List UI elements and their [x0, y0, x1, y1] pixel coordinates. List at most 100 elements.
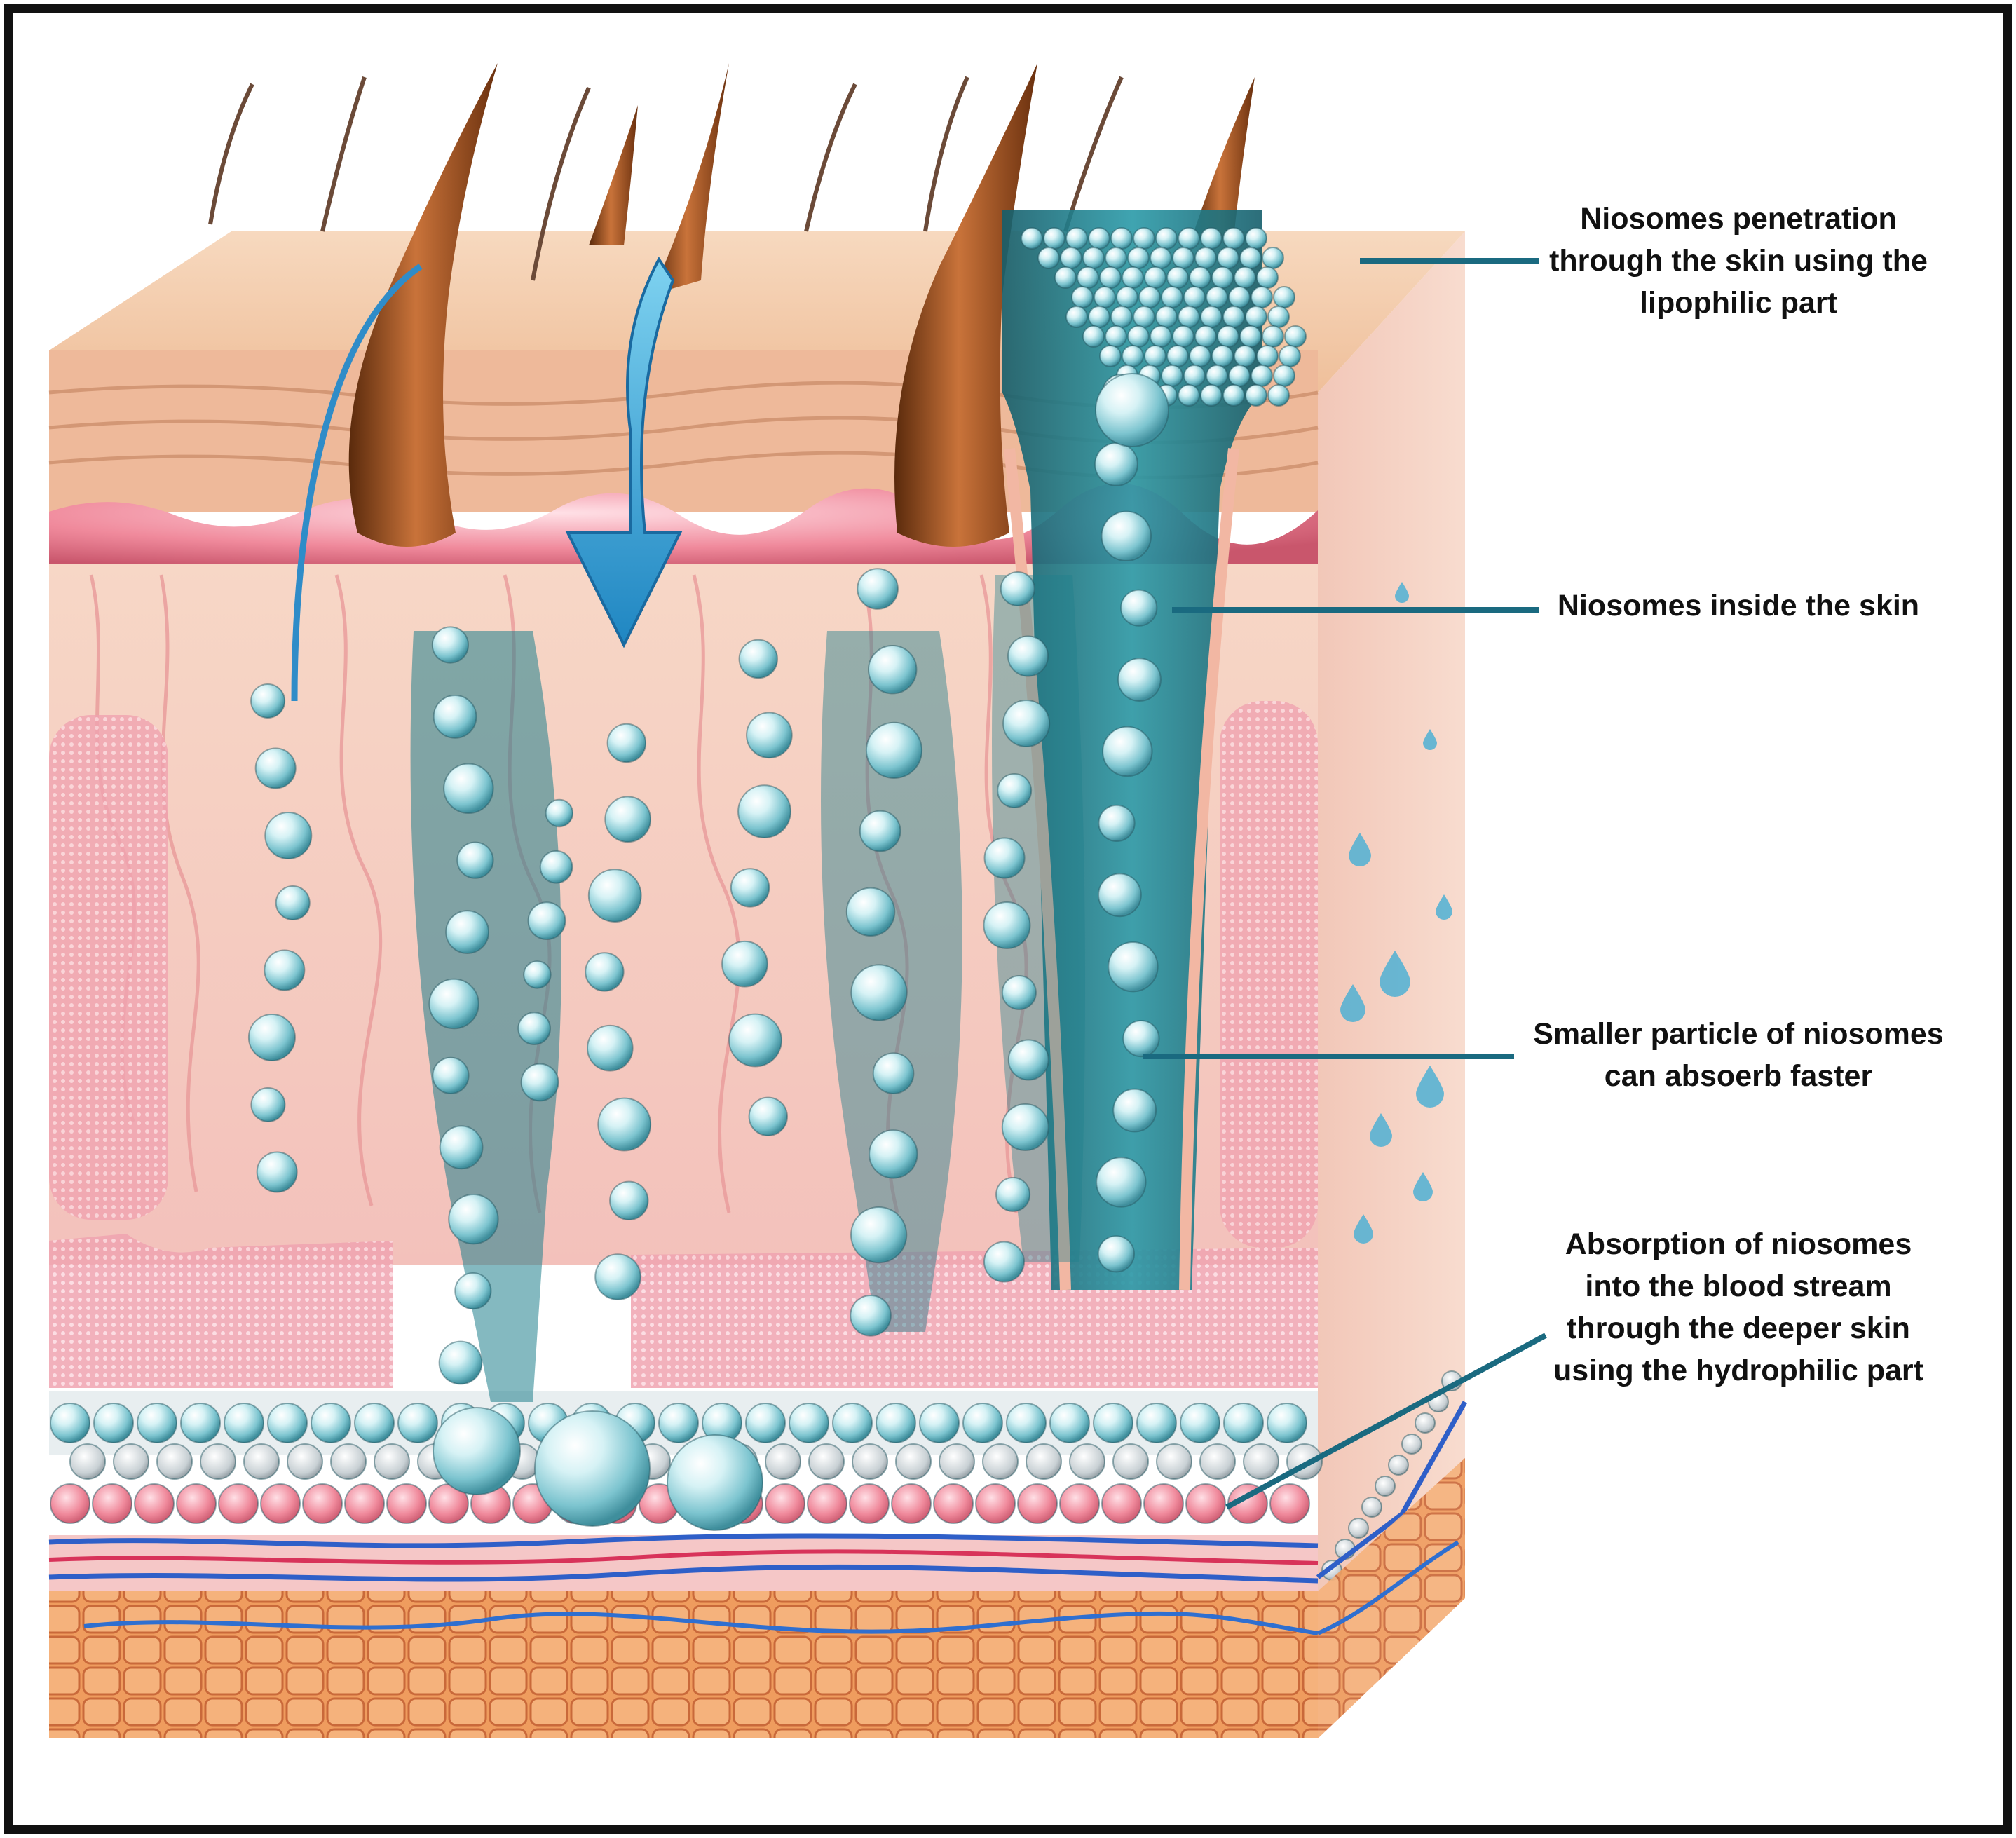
penetration-stream	[291, 264, 423, 702]
niosome-particle	[850, 1295, 892, 1337]
niosome-particle	[1037, 247, 1060, 269]
niosome-particle	[1082, 247, 1105, 269]
callout-inside-skin: Niosomes inside the skin	[1521, 585, 1956, 627]
callout-smaller-particles: Smaller particle of niosomes can absoerb…	[1521, 1013, 1956, 1097]
niosome-particle	[1245, 384, 1267, 407]
niosome-particle	[1211, 266, 1234, 289]
niosome-particle	[587, 869, 642, 923]
niosome-particle	[1065, 227, 1088, 250]
niosome-particle	[1043, 227, 1065, 250]
niosome-particle	[1267, 306, 1290, 328]
niosome-particle	[1267, 384, 1290, 407]
niosome-particle	[1279, 345, 1301, 367]
niosome-particle	[539, 850, 573, 884]
cell	[93, 1403, 134, 1443]
niosome-particle	[868, 645, 918, 695]
cell	[1059, 1483, 1100, 1524]
niosome-particle	[1194, 247, 1217, 269]
cell	[1112, 1443, 1149, 1480]
niosome-particle	[983, 901, 1031, 949]
cell	[1093, 1403, 1133, 1443]
callout-line: Absorption of niosomes	[1565, 1227, 1912, 1261]
cell	[1156, 1443, 1192, 1480]
niosome-particle	[1117, 658, 1162, 702]
cell	[939, 1443, 975, 1480]
niosome-particle	[1178, 227, 1200, 250]
droplet	[1423, 729, 1437, 750]
cell	[1180, 1403, 1220, 1443]
cell	[1243, 1443, 1279, 1480]
niosome-particle	[746, 712, 793, 759]
niosome-particle	[1178, 384, 1200, 407]
niosome-particle	[1245, 227, 1267, 250]
niosome-particle	[1172, 247, 1194, 269]
niosome-particle	[1098, 873, 1142, 918]
niosome-particle	[1144, 266, 1166, 289]
cell	[1401, 1434, 1422, 1455]
niosome-particle	[1007, 1039, 1049, 1081]
niosome-particle	[1054, 266, 1077, 289]
cell	[69, 1443, 106, 1480]
cell	[1006, 1403, 1047, 1443]
niosome-particle	[1284, 325, 1307, 348]
niosome-particle	[1183, 365, 1206, 387]
niosome-particle	[1256, 266, 1279, 289]
callout-line: lipophilic part	[1640, 286, 1837, 320]
cell	[287, 1443, 323, 1480]
niosome-particle	[1200, 306, 1222, 328]
cell	[1136, 1403, 1177, 1443]
callout-lipophilic-penetration: Niosomes penetration through the skin us…	[1521, 198, 1956, 324]
niosome-particle	[1096, 1157, 1147, 1208]
niosome-particle	[1172, 325, 1194, 348]
niosome-particle	[1110, 227, 1133, 250]
niosome-particle	[1251, 365, 1273, 387]
niosome-particle	[737, 784, 791, 838]
niosome-particle	[1155, 227, 1178, 250]
niosome-particle	[454, 1272, 492, 1310]
niosome-particle	[1200, 384, 1222, 407]
niosome-particle	[1222, 227, 1245, 250]
cell	[658, 1403, 699, 1443]
niosome-particle	[1166, 266, 1189, 289]
callout-line: using the hydrophilic part	[1553, 1354, 1923, 1387]
niosome-particle	[604, 796, 651, 843]
niosome-particle	[527, 901, 566, 940]
niosome-particle	[1065, 306, 1088, 328]
cell	[386, 1483, 427, 1524]
cell	[218, 1483, 259, 1524]
cell	[1223, 1403, 1264, 1443]
niosome-particle	[264, 812, 313, 859]
niosome-particle	[1183, 286, 1206, 308]
niosome-particle	[1098, 804, 1136, 843]
cell	[765, 1443, 801, 1480]
niosome-particle	[1256, 345, 1279, 367]
niosome-particle	[1150, 247, 1172, 269]
niosome-particle	[1222, 384, 1245, 407]
cell	[808, 1443, 845, 1480]
niosome-particle	[1273, 286, 1295, 308]
niosome-particle	[995, 1177, 1031, 1212]
niosome-particle	[845, 887, 896, 937]
niosome-particle	[448, 1194, 499, 1245]
hair-shaft-2	[652, 63, 729, 294]
niosome-particle	[264, 949, 306, 991]
callout-line: can absoerb faster	[1604, 1059, 1873, 1093]
niosome-particle	[1112, 1088, 1157, 1133]
cell	[137, 1403, 177, 1443]
niosome-particle	[443, 763, 494, 815]
niosome-particle	[1105, 247, 1127, 269]
cell	[1267, 1403, 1307, 1443]
niosome-particle	[1094, 442, 1138, 486]
callout-line: through the skin using the	[1549, 244, 1928, 278]
cell	[1375, 1476, 1396, 1497]
niosome-particle	[523, 960, 552, 989]
niosome-particle	[1138, 286, 1161, 308]
niosome-particle	[983, 837, 1026, 879]
cell	[962, 1403, 1003, 1443]
side-droplets	[1340, 582, 1452, 1244]
cell	[919, 1403, 960, 1443]
leader-lines	[1143, 258, 1547, 1510]
niosome-particle	[1200, 227, 1222, 250]
niosome-particle	[1097, 1235, 1135, 1273]
